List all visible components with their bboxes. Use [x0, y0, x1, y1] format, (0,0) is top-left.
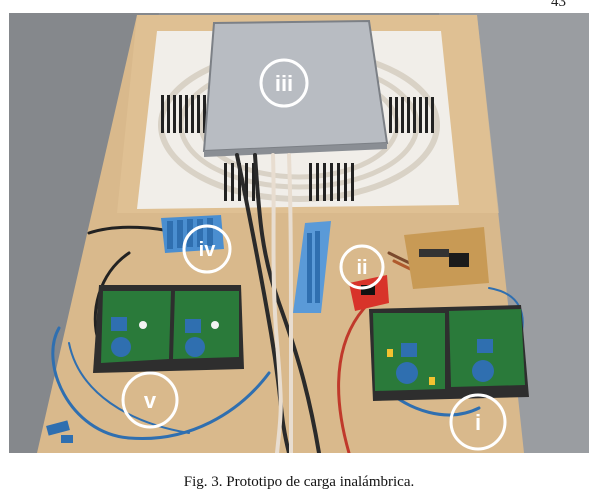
power-board-v — [93, 285, 244, 373]
svg-text:ii: ii — [356, 257, 367, 279]
svg-text:i: i — [475, 410, 481, 435]
prototype-photo: iii iv ii v i — [9, 13, 589, 453]
figure-caption: Fig. 3. Prototipo de carga inalámbrica. — [183, 474, 415, 490]
page-number: 43 — [551, 0, 566, 10]
marker-iv: iv — [182, 224, 232, 274]
svg-text:iv: iv — [199, 239, 217, 261]
microcontroller-board-ii — [349, 275, 389, 311]
svg-text:iii: iii — [275, 71, 293, 96]
svg-text:v: v — [144, 388, 157, 413]
receiver-aluminium-plate — [202, 19, 389, 157]
marker-v: v — [121, 371, 179, 429]
capacitor-bank-center — [293, 221, 331, 313]
power-board-i — [369, 305, 529, 401]
marker-i: i — [449, 393, 507, 451]
marker-ii: ii — [339, 244, 385, 290]
marker-iii: iii — [259, 58, 309, 108]
control-perfboard — [404, 227, 489, 289]
